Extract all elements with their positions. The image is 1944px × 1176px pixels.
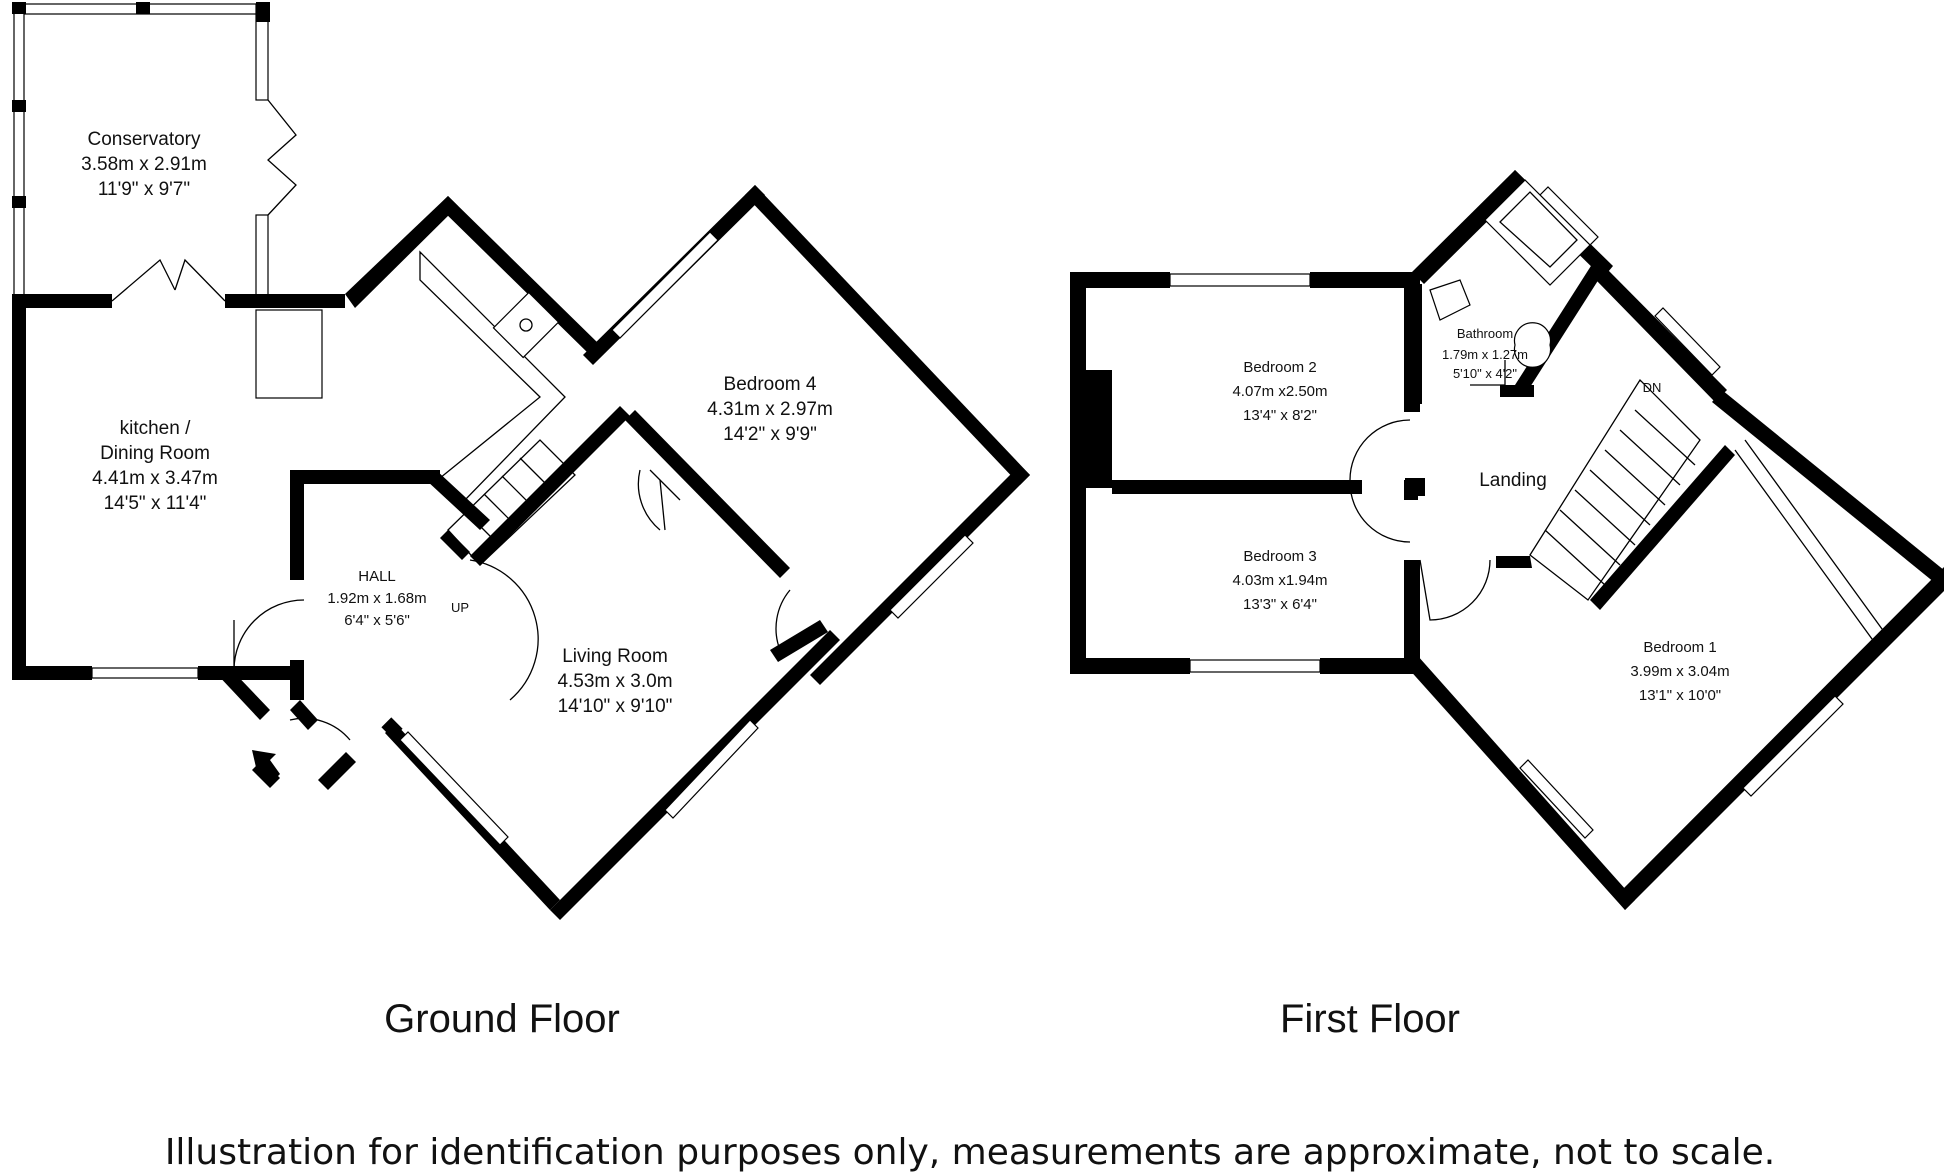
living-room-name: Living Room: [562, 646, 668, 667]
ground-floor-title: Ground Floor: [384, 997, 620, 1041]
first-floor-plan: Bedroom 2 4.07m x2.50m 13'4" x 8'2" Bedr…: [1070, 170, 1944, 910]
first-stairs-label: DN: [1643, 380, 1662, 395]
kitchen-name-line2: Dining Room: [100, 443, 210, 464]
bedroom1-name: Bedroom 1: [1643, 639, 1716, 656]
bedroom3-metric: 4.03m x1.94m: [1232, 572, 1327, 589]
conservatory-metric: 3.58m x 2.91m: [81, 154, 207, 175]
entrance-arrow-icon: [252, 750, 280, 779]
landing-name: Landing: [1479, 470, 1547, 491]
hall-name: HALL: [358, 568, 396, 585]
ground-floor-plan: Conservatory 3.58m x 2.91m 11'9" x 9'7" …: [12, 2, 1030, 920]
bedroom4-metric: 4.31m x 2.97m: [707, 399, 833, 420]
bedroom2-name: Bedroom 2: [1243, 359, 1316, 376]
bedroom4-name: Bedroom 4: [724, 374, 817, 395]
bathroom-walls: [1410, 170, 1613, 404]
kitchen-imperial: 14'5" x 11'4": [104, 493, 207, 514]
bathroom-name: Bathroom: [1457, 326, 1513, 341]
kitchen-counter: [255, 250, 566, 501]
bathroom-metric: 1.79m x 1.27m: [1442, 347, 1528, 362]
kitchen-walls: [12, 196, 600, 680]
bedroom1-imperial: 13'1" x 10'0": [1639, 687, 1721, 704]
living-room-imperial: 14'10" x 9'10": [558, 696, 673, 717]
first-floor-title: First Floor: [1280, 997, 1460, 1041]
hall-imperial: 6'4" x 5'6": [344, 612, 410, 629]
landing-stairs: [1405, 268, 1727, 601]
kitchen-name-line1: kitchen /: [120, 418, 191, 439]
bedroom1-metric: 3.99m x 3.04m: [1630, 663, 1729, 680]
bedroom2-metric: 4.07m x2.50m: [1232, 383, 1327, 400]
living-room-metric: 4.53m x 3.0m: [557, 671, 672, 692]
hall-metric: 1.92m x 1.68m: [327, 590, 426, 607]
bedrooms-2-3-walls: [1070, 272, 1491, 674]
living-room-walls: [381, 406, 840, 920]
conservatory-imperial: 11'9" x 9'7": [98, 179, 190, 200]
bathroom-imperial: 5'10" x 4'2": [1453, 366, 1517, 381]
bedroom3-name: Bedroom 3: [1243, 548, 1316, 565]
hall-walls: [215, 470, 490, 790]
ground-stairs-label: UP: [451, 600, 469, 615]
bedroom2-imperial: 13'4" x 8'2": [1243, 407, 1317, 424]
bedroom1-walls: [1407, 390, 1944, 910]
bedroom4-walls: [583, 185, 1030, 685]
conservatory-frame: [12, 2, 297, 301]
kitchen-metric: 4.41m x 3.47m: [92, 468, 218, 489]
bedroom3-imperial: 13'3" x 6'4": [1243, 596, 1317, 613]
bedroom4-imperial: 14'2" x 9'9": [723, 424, 817, 445]
disclaimer-text: Illustration for identification purposes…: [165, 1132, 1775, 1173]
conservatory-name: Conservatory: [88, 129, 201, 150]
